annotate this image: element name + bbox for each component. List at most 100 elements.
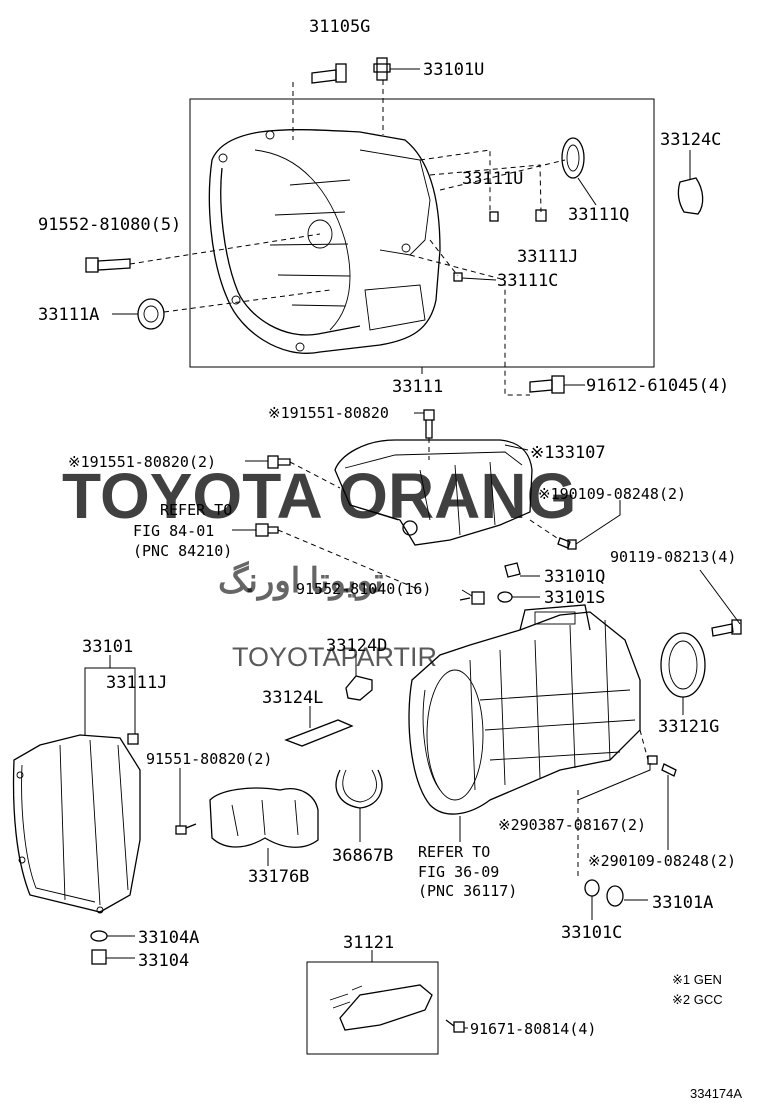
label-90109-08248-a: ※190109-08248(2)	[538, 485, 686, 503]
bolt-90109-08248-a	[557, 537, 577, 550]
label-90119-08213: 90119-08213(4)	[610, 548, 736, 566]
bolt-91671-80814	[445, 1019, 465, 1033]
bolt-90109-08248-b	[661, 763, 677, 777]
clutch-housing-33111	[208, 129, 441, 354]
gasket-33101C	[584, 879, 600, 897]
leader-33111Q	[577, 177, 597, 206]
leader-33111C	[461, 277, 497, 281]
gasket-33101S	[497, 591, 513, 603]
label-33124D: 33124D	[326, 636, 387, 656]
leader-33107	[504, 444, 529, 451]
plate-33124C	[677, 177, 704, 215]
leader-dash-mid-1	[277, 529, 421, 591]
cover-31121	[329, 984, 433, 1031]
label-33176B: 33176B	[248, 867, 309, 887]
label-33107: ※133107	[530, 443, 606, 463]
label-36867B: 36867B	[332, 846, 393, 866]
label-33111J-bottom: 33111J	[106, 673, 167, 693]
bolt-91552-81040	[459, 591, 485, 605]
leader-dash-mid-4	[529, 519, 561, 541]
breather-33101U	[373, 57, 391, 81]
oil-seal-33111Q	[561, 137, 585, 179]
label-33101Q: 33101Q	[544, 567, 605, 587]
bolt-91612-61045	[529, 375, 565, 394]
transmission-case	[408, 604, 641, 815]
refer84-line1: REFER TO	[160, 501, 232, 519]
leader-90109-a	[575, 500, 621, 545]
label-33104: 33104	[138, 951, 189, 971]
leader-90387	[577, 763, 651, 801]
label-91552-81080: 91552-81080(5)	[38, 215, 181, 235]
leader-dash-low-2	[639, 729, 649, 761]
leader-90119	[699, 569, 741, 625]
gasket-33104A	[90, 930, 108, 942]
label-91551-80820-c: 91551-80820(2)	[146, 750, 272, 768]
leader-dash-top-3	[129, 233, 321, 265]
plug-33111C	[453, 272, 463, 282]
plug-33101Q	[504, 562, 521, 578]
figure-id: 334174A	[690, 1086, 742, 1101]
retainer-33121G	[660, 632, 706, 698]
insulator-33176B	[209, 787, 319, 848]
label-33111C: 33111C	[497, 271, 558, 291]
leader-dash-top-8	[409, 254, 530, 396]
watermark-main: TOYOTA ORANG	[62, 460, 576, 532]
bolt-91551-80820-c	[175, 823, 197, 835]
label-33101A: 33101A	[652, 893, 713, 913]
label-91552-81040: 91552-81040(16)	[296, 580, 431, 598]
clamp-36867B	[335, 769, 383, 809]
label-33111J-top: 33111J	[517, 247, 578, 267]
leader-dash-top-6	[429, 164, 542, 213]
label-33101S: 33101S	[544, 588, 605, 608]
plug-33101A	[606, 885, 624, 907]
cover-33107	[334, 439, 533, 546]
label-33111U: 33111U	[462, 169, 523, 189]
label-33104A: 33104A	[138, 928, 199, 948]
refer36-line2: FIG 36-09	[418, 863, 499, 881]
label-33111: 33111	[392, 377, 443, 397]
label-33124C: 33124C	[660, 130, 721, 150]
leader-dash-top-7	[429, 239, 459, 277]
leader-dash-mid-2	[289, 461, 341, 489]
leader-dash-top-9	[439, 159, 566, 191]
label-33111A: 33111A	[38, 305, 99, 325]
bolt-91552-81080	[85, 257, 131, 273]
label-31105G: 31105G	[309, 17, 370, 37]
plug-33104	[91, 949, 107, 965]
seal-33111A	[137, 298, 165, 330]
watermark-arabic: تويوتا اورنگ	[218, 560, 384, 601]
bolt-31105G	[311, 63, 347, 84]
label-33111Q: 33111Q	[568, 205, 629, 225]
bolt-90387-08167	[647, 755, 658, 765]
leader-33101	[84, 655, 136, 735]
extension-case-33101	[12, 734, 141, 914]
label-91671-80814: 91671-80814(4)	[470, 1020, 596, 1038]
pin-33111J-bottom	[127, 733, 139, 745]
bracket-33124L	[284, 719, 354, 747]
label-33101: 33101	[82, 637, 133, 657]
bracket-33124D	[345, 675, 373, 701]
label-91551-80820-b: ※191551-80820(2)	[68, 453, 216, 471]
label-91612-61045: 91612-61045(4)	[586, 376, 729, 396]
label-90387-08167: ※290387-08167(2)	[498, 816, 646, 834]
label-33101C: 33101C	[561, 923, 622, 943]
cover-group-frame	[306, 961, 439, 1055]
label-90109-08248-b: ※290109-08248(2)	[588, 852, 736, 870]
leader-91552-81040	[461, 589, 473, 597]
refer84-line2: FIG 84-01	[133, 522, 214, 540]
note-gen: ※1 GEN	[672, 972, 722, 987]
refer36-line1: REFER TO	[418, 843, 490, 861]
bolt-90119-08213	[711, 619, 742, 637]
refer84-line3: (PNC 84210)	[133, 542, 232, 560]
refer36-line3: (PNC 36117)	[418, 882, 517, 900]
note-gcc: ※2 GCC	[672, 992, 723, 1007]
bolt-91551-80820-a	[423, 409, 435, 439]
label-91551-80820-a: ※191551-80820	[268, 404, 389, 422]
watermark-sub: TOYOTAPARTIR	[232, 642, 437, 672]
label-31121: 31121	[343, 933, 394, 953]
pin-33111U	[489, 211, 499, 222]
leader-dash-top-4	[163, 289, 331, 313]
label-33121G: 33121G	[658, 717, 719, 737]
label-33124L: 33124L	[262, 688, 323, 708]
